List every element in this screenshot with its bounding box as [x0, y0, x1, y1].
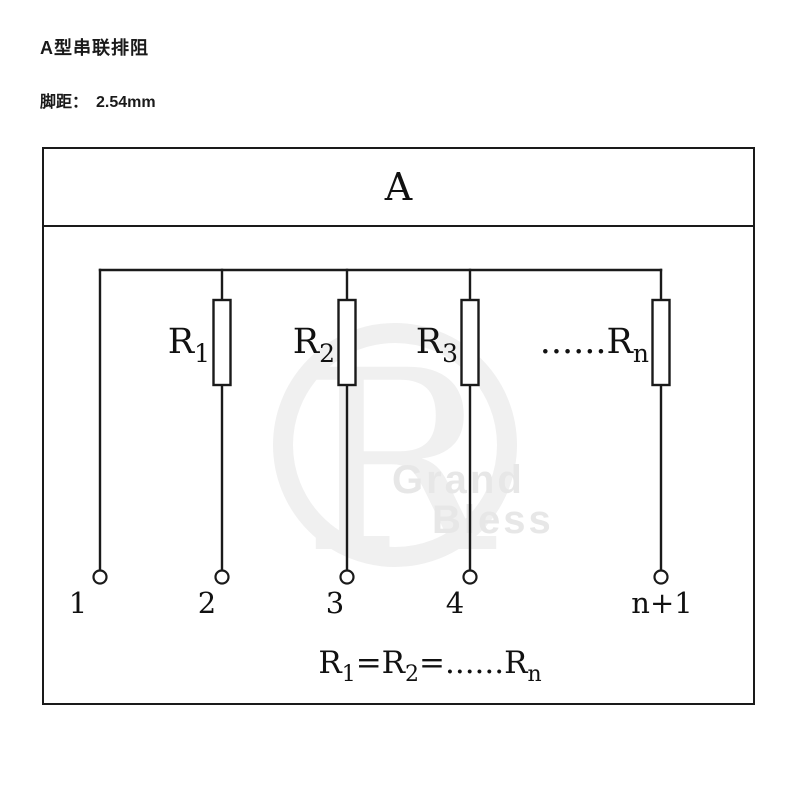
pitch-line: 脚距： 2.54mm: [40, 88, 156, 112]
resistor-3-symbol: [460, 298, 480, 387]
page-title: A型串联排阻: [40, 38, 149, 58]
watermark-text-line1: Grand: [392, 458, 525, 502]
pin-branch-n: ......Rn n+1: [540, 268, 693, 620]
pin-branch-1: 1: [69, 268, 108, 620]
resistor-1-symbol: [212, 298, 232, 387]
watermark-text-line2: Bless: [432, 498, 554, 542]
resistor-n-symbol: [651, 298, 671, 387]
resistor-label-1: R1: [168, 322, 210, 368]
type-label: A: [384, 165, 413, 209]
pitch-label: 脚距：: [40, 94, 89, 111]
pin-label-2: 2: [198, 586, 216, 620]
circuit-svg: R Grand Bless 1 R1 2: [69, 268, 693, 687]
diagram-box: A R Grand Bless 1 R1: [42, 147, 755, 705]
resistor-2-symbol: [337, 298, 357, 387]
watermark: R Grand Bless: [273, 317, 554, 608]
resistor-label-3: R3: [416, 322, 458, 368]
resistor-label-2: R2: [293, 322, 335, 368]
pin-label-3: 3: [326, 586, 344, 620]
pin-label-1: 1: [69, 586, 87, 620]
formula-r1-base: R: [318, 645, 343, 681]
pin-terminal-1: [92, 569, 108, 585]
pin-terminal-n: [653, 569, 669, 585]
resistance-formula: R1=R2=......Rn: [318, 645, 541, 687]
resistor-label-3-base: R: [416, 322, 444, 362]
resistor-label-1-base: R: [168, 322, 196, 362]
pin-label-4: 4: [446, 586, 464, 620]
resistor-label-2-sub: 2: [319, 339, 335, 368]
diagram-body: R Grand Bless 1 R1 2: [44, 227, 753, 703]
resistor-label-n: ......Rn: [540, 322, 649, 368]
resistor-label-n-sub: n: [633, 339, 649, 368]
pin-branch-4: R3 4: [416, 268, 480, 620]
formula-r2-sub: 2: [405, 662, 419, 687]
pin-terminal-2: [214, 569, 230, 585]
watermark-logo-circle: [273, 323, 517, 567]
resistor-label-1-sub: 1: [194, 339, 210, 368]
formula-rn-sub: n: [527, 662, 541, 687]
formula-r1-sub: 1: [342, 662, 356, 687]
resistor-label-2-base: R: [293, 322, 321, 362]
pin-label-n: n+1: [631, 586, 692, 620]
pin-branch-3: R2 3: [293, 268, 357, 620]
pitch-value: 2.54mm: [96, 94, 156, 111]
resistor-label-n-base: ......R: [540, 322, 635, 362]
diagram-type-header: A: [44, 149, 753, 227]
pin-terminal-3: [339, 569, 355, 585]
formula-rn-base: =......R: [419, 645, 529, 681]
formula-r2-base: =R: [356, 645, 407, 681]
pin-branch-2: R1 2: [168, 268, 232, 620]
resistor-label-3-sub: 3: [442, 339, 458, 368]
pin-terminal-4: [462, 569, 478, 585]
